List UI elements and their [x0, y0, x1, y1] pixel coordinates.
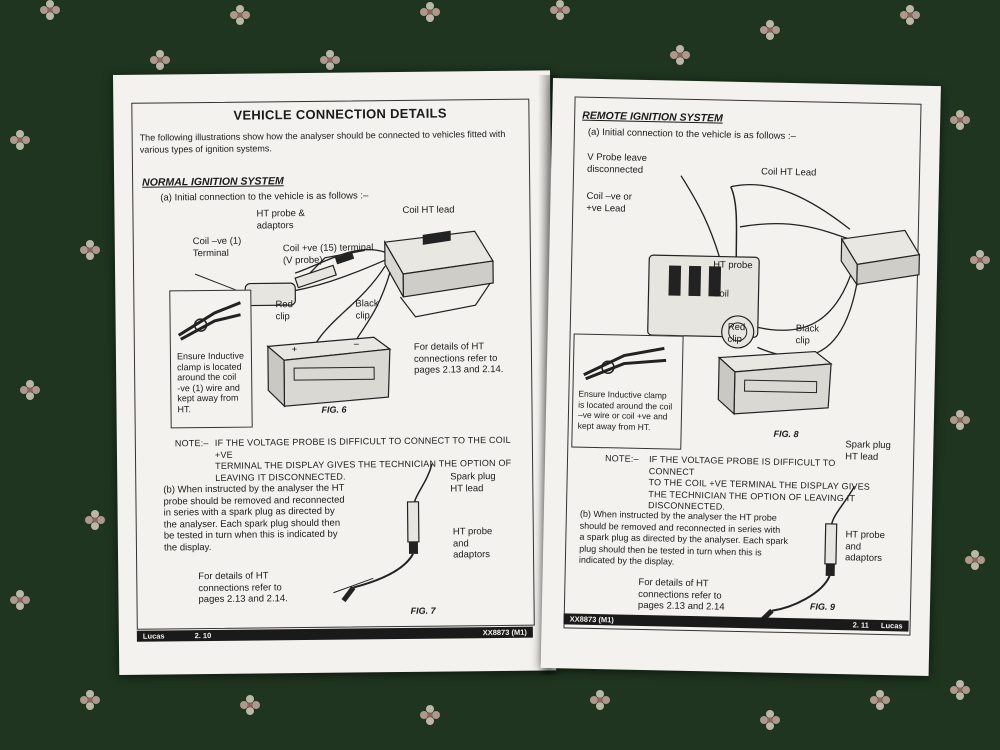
- engine-coil-assembly-icon: [647, 254, 760, 349]
- footer-doc-code: XX8873 (M1): [482, 627, 527, 638]
- note-label: NOTE:–: [174, 438, 209, 449]
- svg-text:–: –: [354, 338, 359, 348]
- footer-brand: Lucas: [142, 631, 165, 641]
- right-ht-probe-label: HT probe: [713, 259, 753, 272]
- inductive-clamp-text: Ensure Inductive clamp is located around…: [176, 350, 245, 414]
- remote-analyser-unit-icon: [840, 229, 921, 287]
- ignition-coil-icon: [244, 251, 355, 307]
- fig8-wiring-diagram: [647, 175, 921, 358]
- normal-ignition-heading: NORMAL IGNITION SYSTEM: [142, 175, 284, 189]
- coil-positive-label: Coil +ve (15) terminal (V probe): [282, 242, 374, 266]
- right-note-label: NOTE:–: [604, 453, 639, 464]
- fig6-wiring-diagram: [194, 230, 494, 380]
- right-car-battery-icon: [717, 350, 833, 416]
- analyser-unit-icon: [383, 230, 494, 318]
- right-footer-brand: Lucas: [880, 620, 903, 631]
- page-title: VEHICLE CONNECTION DETAILS: [233, 105, 447, 123]
- black-clip-label: Black clip: [355, 298, 379, 321]
- fig7-caption: FIG. 7: [410, 605, 436, 616]
- ht-details-ref: For details of HT connections refer to p…: [413, 341, 504, 376]
- right-footer-page-number: 2. 11: [852, 620, 870, 630]
- ht-probe-label: HT probe & adaptors: [256, 207, 305, 232]
- intro-text: The following illustrations show how the…: [139, 128, 506, 155]
- left-manual-page: VEHICLE CONNECTION DETAILS The following…: [113, 70, 557, 675]
- fig9-caption: FIG. 9: [809, 601, 836, 613]
- coil-negative-label: Coil –ve (1) Terminal: [192, 235, 242, 259]
- right-inductive-clamp-callout: Ensure Inductive clamp is located around…: [571, 333, 684, 450]
- fig7-spark-plug-diagram: [333, 463, 433, 603]
- fig7-details-ref: For details of HT connections refer to p…: [198, 570, 288, 606]
- right-manual-page: REMOTE IGNITION SYSTEM (a) Initial conne…: [540, 78, 941, 676]
- fig9-details-ref: For details of HT connections refer to p…: [637, 576, 725, 613]
- fig8-caption: FIG. 8: [773, 428, 799, 440]
- svg-text:+: +: [292, 344, 297, 354]
- right-inductive-clamp-text: Ensure Inductive clamp is located around…: [577, 388, 673, 432]
- car-battery-icon: + –: [266, 336, 392, 408]
- right-inductive-clamp-icon: [583, 346, 667, 381]
- footer-page-number: 2. 10: [194, 631, 212, 641]
- inductive-clamp-icon: [177, 301, 241, 341]
- fig6-caption: FIG. 6: [321, 404, 347, 415]
- right-spark-plug-label: Spark plug HT lead: [845, 439, 891, 463]
- spark-plug-label: Spark plug HT lead: [450, 471, 496, 494]
- coil-label: Coil: [712, 288, 730, 300]
- right-footer-doc-code: XX8873 (M1): [569, 614, 614, 625]
- red-clip-label: Red clip: [275, 299, 293, 322]
- right-fig9-ht-probe-label: HT probe and adaptors: [844, 529, 886, 564]
- fig7-ht-probe-label: HT probe and adaptors: [452, 526, 493, 561]
- coil-ht-lead-label: Coil HT lead: [402, 204, 455, 216]
- inductive-clamp-callout: Ensure Inductive clamp is located around…: [169, 289, 253, 429]
